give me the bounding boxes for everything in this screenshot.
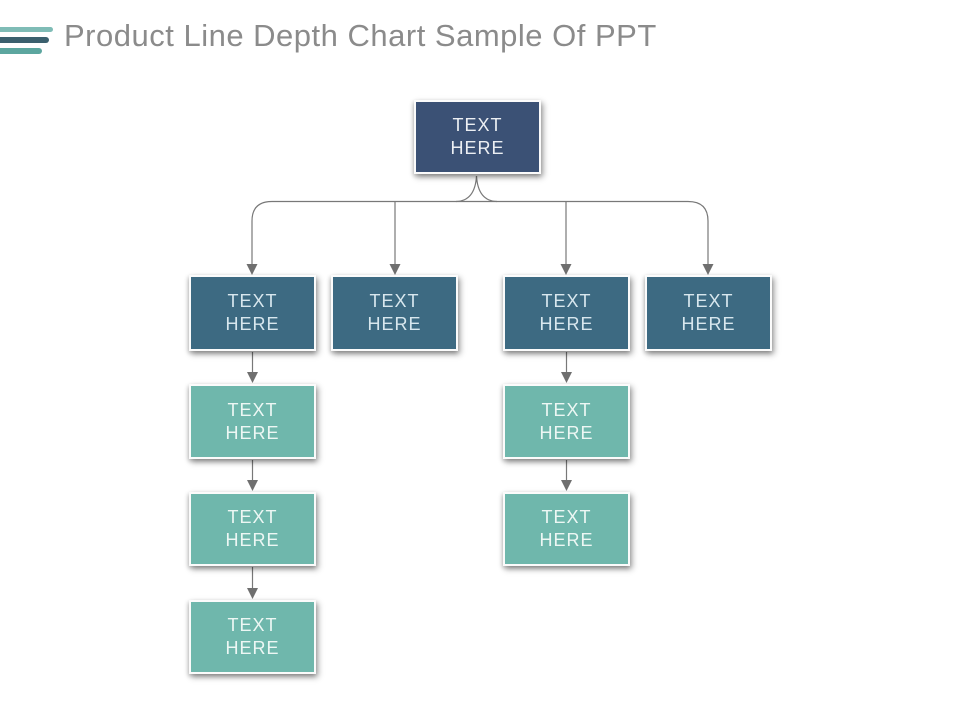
org-node-branch-2: TEXT HERE	[331, 275, 458, 351]
org-node-branch-3: TEXT HERE	[503, 275, 630, 351]
org-node-label: TEXT HERE	[539, 399, 594, 443]
accent-bar-teal-icon	[0, 48, 42, 54]
org-node-label: TEXT HERE	[539, 291, 594, 334]
org-node-label: TEXT HERE	[225, 507, 280, 550]
org-node-branch-1-child-1: TEXT HERE	[189, 384, 316, 459]
org-node-label: TEXT HERE	[225, 291, 280, 334]
org-node-branch-1-child-3: TEXT HERE	[189, 600, 316, 674]
org-node-label: TEXT HERE	[539, 507, 594, 550]
org-node-root: TEXT HERE	[414, 100, 541, 174]
org-node-label: TEXT HERE	[681, 291, 736, 334]
page-title: Product Line Depth Chart Sample Of PPT	[64, 18, 657, 53]
org-node-branch-3-child-2: TEXT HERE	[503, 492, 630, 566]
org-node-branch-1: TEXT HERE	[189, 275, 316, 351]
rail	[251, 200, 709, 264]
arrowheads	[246, 264, 714, 599]
org-node-branch-1-child-2: TEXT HERE	[189, 492, 316, 566]
accent-bar-dark-icon	[0, 37, 49, 43]
org-node-branch-4: TEXT HERE	[645, 275, 772, 351]
root-stem-right	[475, 175, 498, 203]
org-node-branch-3-child-1: TEXT HERE	[503, 384, 630, 459]
accent-bar-light-icon	[0, 27, 53, 32]
org-node-label: TEXT HERE	[225, 399, 280, 443]
org-node-label: TEXT HERE	[225, 615, 280, 658]
root-stem-left	[455, 175, 478, 203]
org-node-label: TEXT HERE	[450, 115, 505, 158]
org-node-label: TEXT HERE	[367, 291, 422, 334]
